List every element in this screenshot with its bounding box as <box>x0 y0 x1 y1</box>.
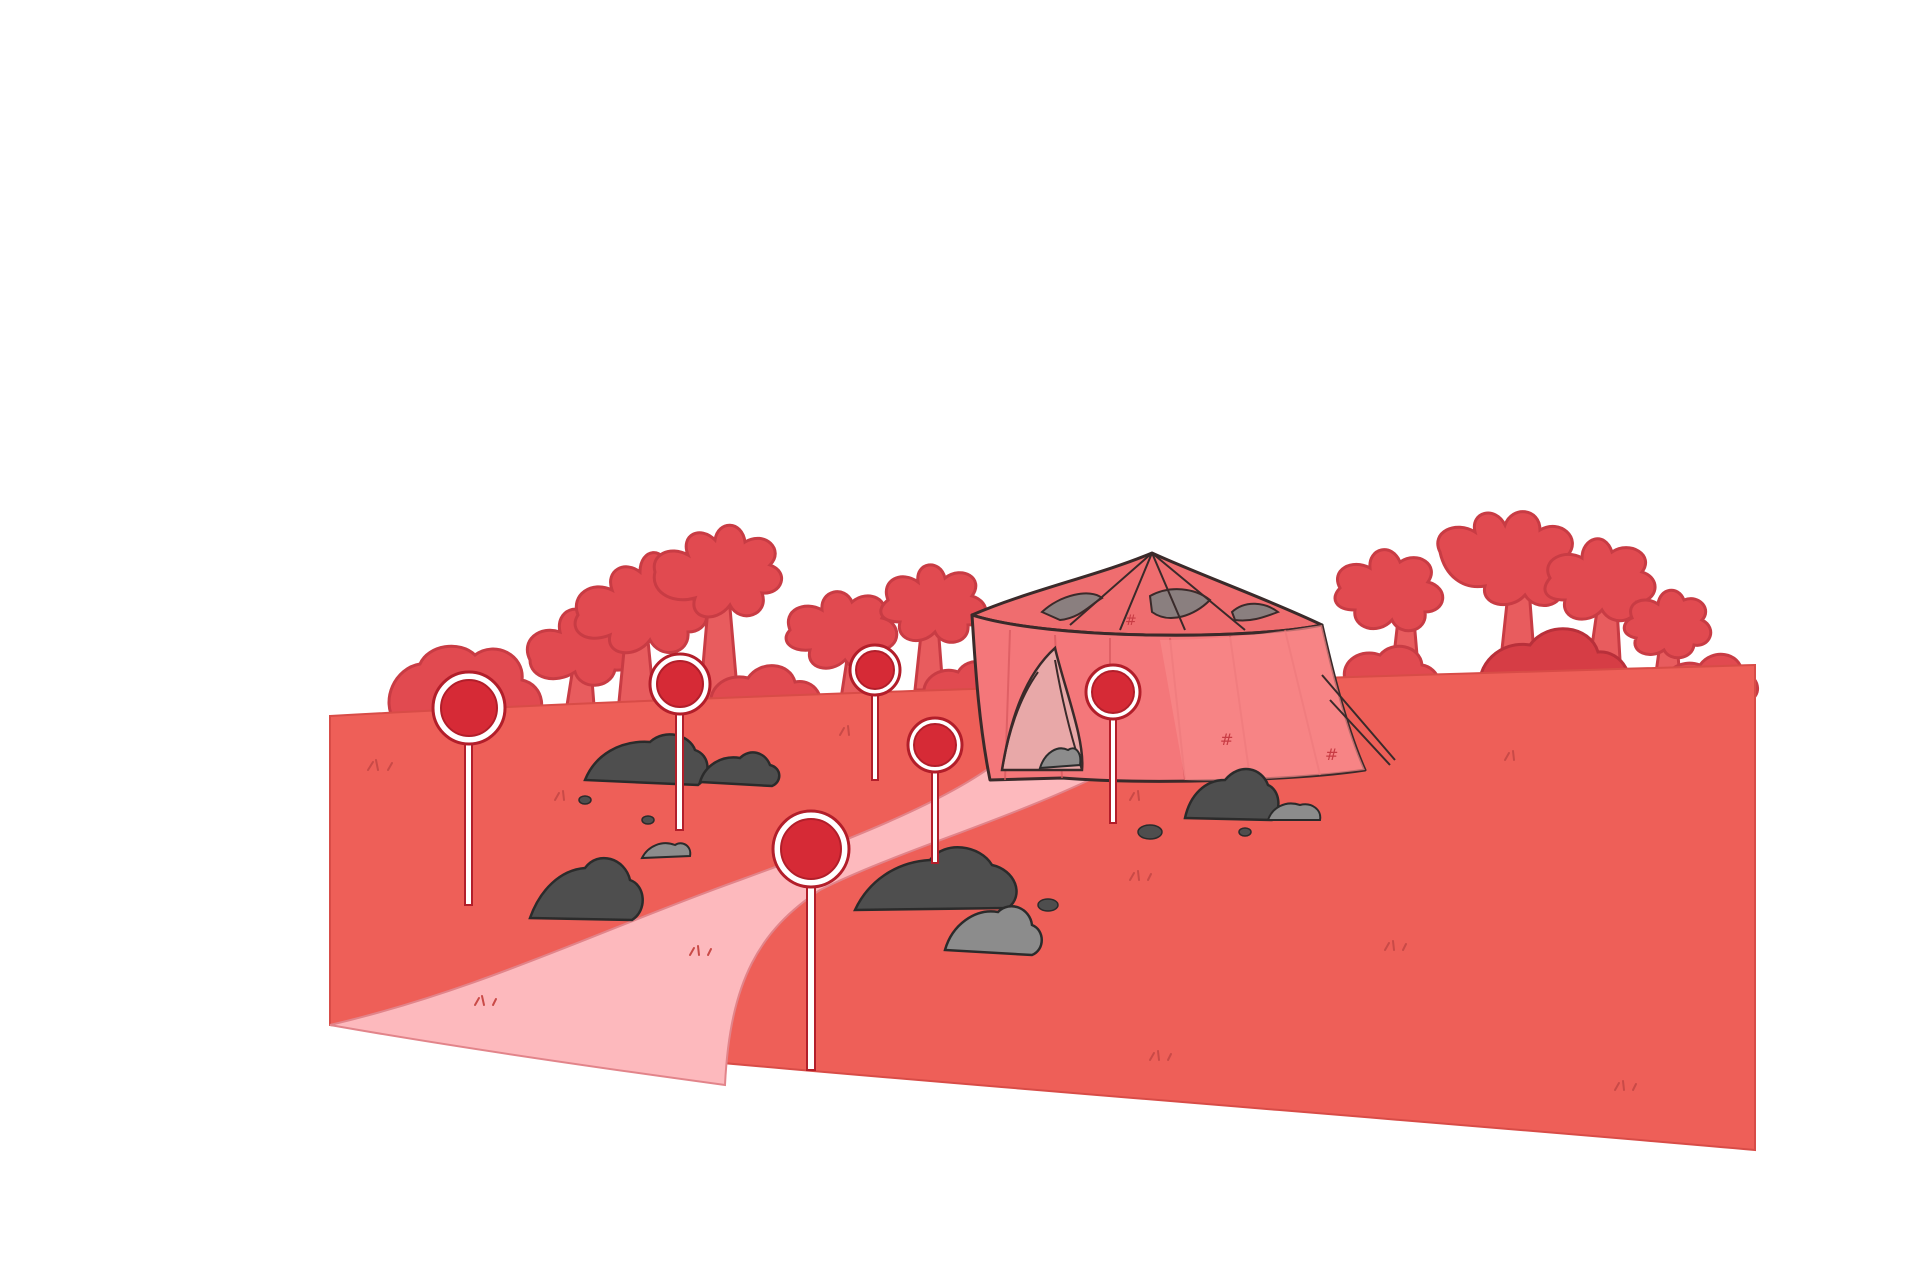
rock-pile-3 <box>528 856 644 922</box>
rock-pile-6 <box>943 905 1043 957</box>
circus-tent[interactable]: # # # <box>970 551 1396 783</box>
signs <box>431 643 1142 1071</box>
sign-3[interactable] <box>848 643 902 781</box>
sign-4[interactable] <box>906 716 964 864</box>
svg-text:#: # <box>1325 745 1338 764</box>
sign-2[interactable] <box>648 652 712 831</box>
rock-pile-5 <box>853 846 1018 912</box>
rock-pile-9 <box>1038 747 1082 770</box>
sign-5[interactable] <box>1084 663 1142 824</box>
sign-1[interactable] <box>431 670 507 906</box>
sign-6[interactable] <box>771 809 851 1071</box>
rock-pile-2 <box>698 751 781 788</box>
roof-hole-3 <box>1230 602 1281 622</box>
grass-ticks <box>367 725 1637 1091</box>
rock-pile-7 <box>1183 767 1280 822</box>
svg-text:#: # <box>1220 730 1233 749</box>
rock-piles <box>528 733 1322 957</box>
tent-light-panel <box>1160 625 1365 781</box>
svg-text:#: # <box>1125 613 1137 629</box>
rock-pile-8 <box>1266 802 1322 821</box>
tree-left-3 <box>652 523 783 702</box>
dirt-path <box>329 758 1114 1087</box>
rock-pile-4 <box>640 842 692 860</box>
